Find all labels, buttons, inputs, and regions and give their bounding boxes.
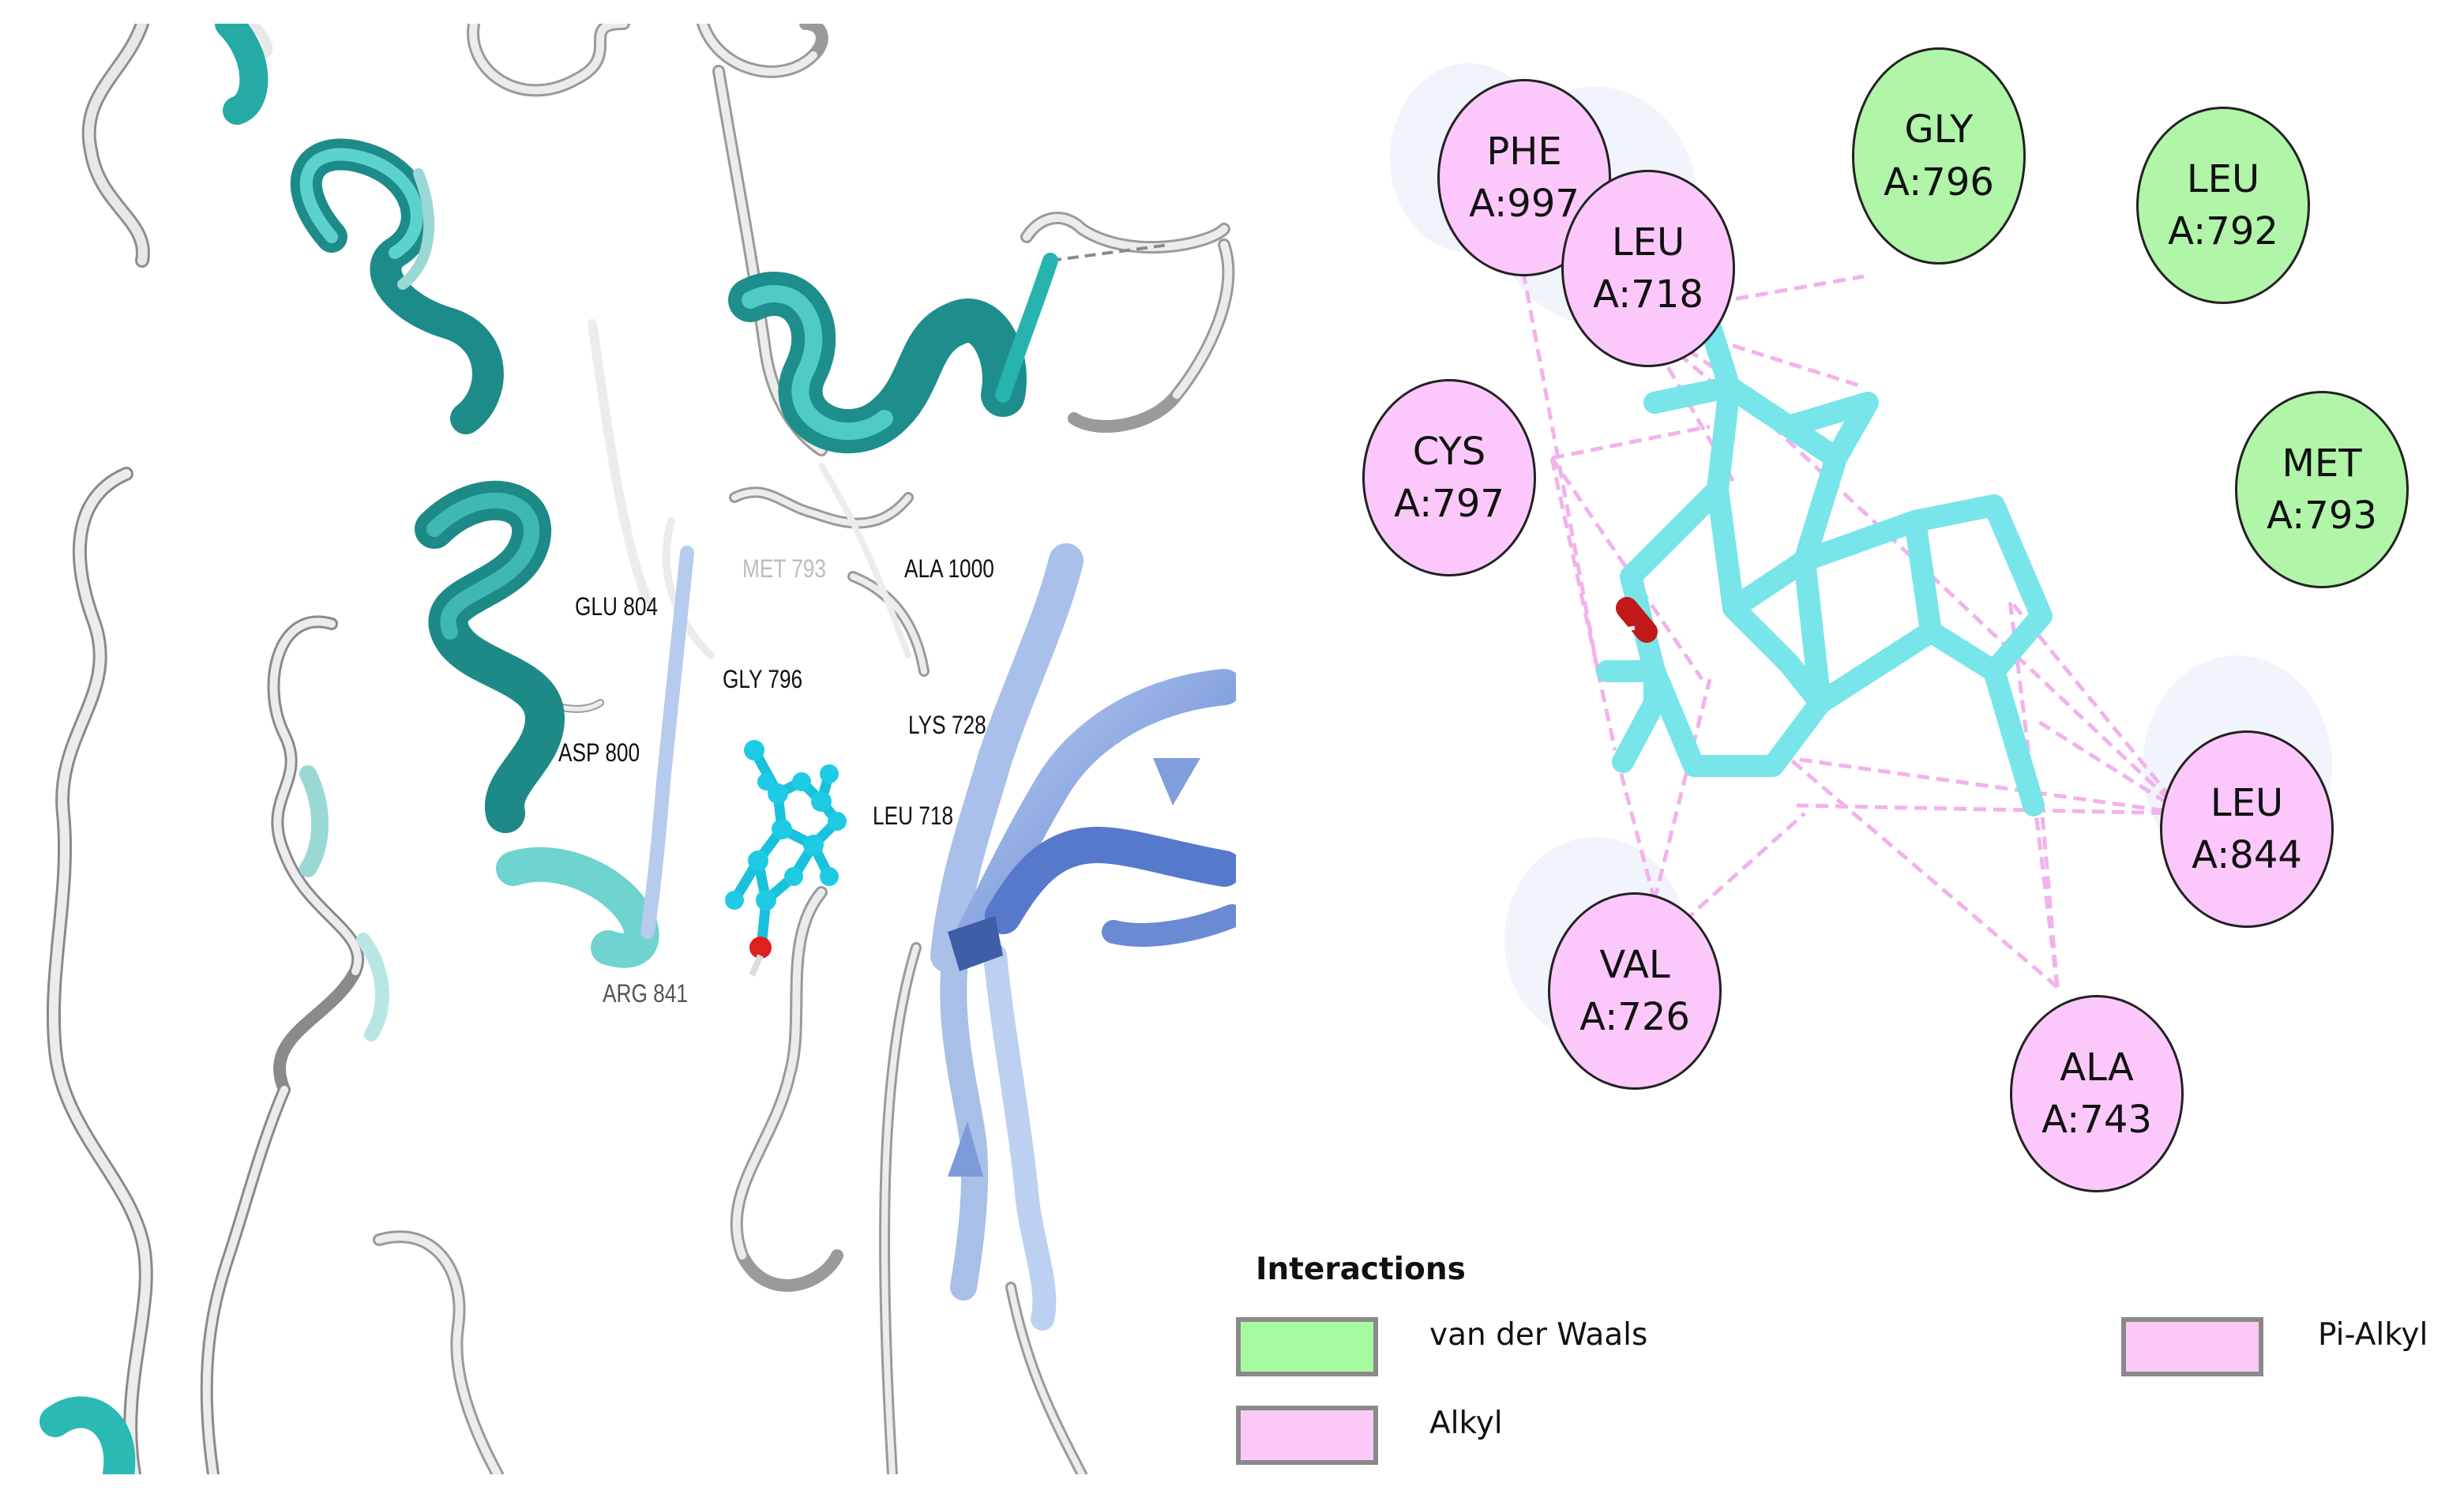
residue-label-glu804: GLU 804: [575, 592, 659, 621]
ligand-atoms: [725, 740, 847, 910]
residue-label-ala1000: ALA 1000: [904, 554, 994, 583]
legend-swatch-pi-alkyl: [2121, 1317, 2263, 1376]
ribbon-drawing: [39, 24, 1236, 1474]
residue-label-asp800: ASP 800: [558, 738, 640, 767]
coil-strands: [46, 24, 1235, 1474]
residue-label-leu718: LEU 718: [873, 802, 954, 830]
ligand-stick-structure: [1596, 289, 2053, 817]
helix-segments: [39, 24, 1058, 1474]
residue-label-gly796: GLY 796: [723, 665, 803, 693]
carbonyl-highlight: [1621, 625, 1636, 633]
legend-label-vdw: van der Waals: [1429, 1317, 1648, 1353]
residue-label-lys728: LYS 728: [908, 711, 986, 739]
legend-swatch-vdw: [1236, 1317, 1378, 1376]
residue-label-arg841: ARG 841: [603, 979, 688, 1008]
carbonyl-oxygen: [1616, 597, 1658, 643]
hydroxyl-hydrogen: [749, 954, 764, 977]
legend-label-pi-alkyl: Pi-Alkyl: [2318, 1317, 2428, 1353]
beta-sheet: [640, 543, 1236, 1331]
missing-loop-dash: [1050, 243, 1170, 262]
residue-label-met793: MET 793: [742, 554, 826, 583]
legend-title: Interactions: [1256, 1252, 1466, 1287]
protein-structure-view: GLU 804 MET 793 ALA 1000 GLY 796 LYS 728…: [24, 24, 1236, 1474]
oxygen-atom: [749, 937, 772, 959]
legend-swatch-alkyl: [1236, 1406, 1378, 1465]
legend-label-alkyl: Alkyl: [1429, 1406, 1503, 1441]
